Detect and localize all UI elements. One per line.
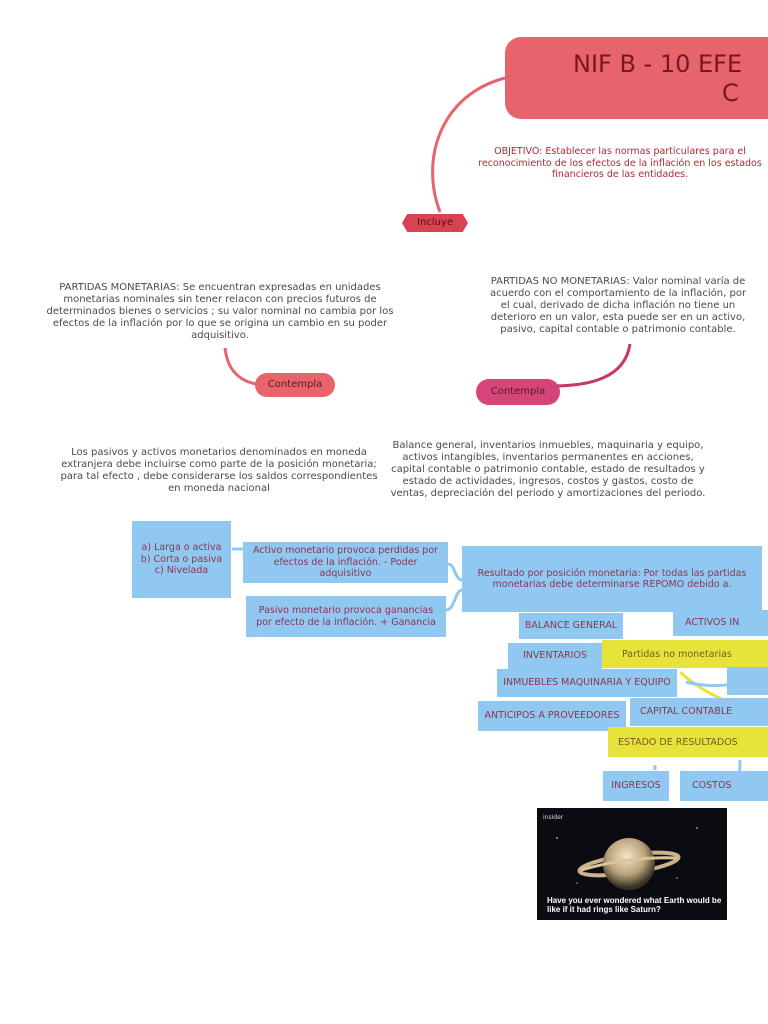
contempla-left-node: Contempla (255, 373, 335, 397)
pasivo-monetario-box: Pasivo monetario provoca ganancias por e… (246, 596, 446, 637)
balance-general-box: BALANCE GENERAL (519, 613, 623, 639)
inmuebles-box: INMUEBLES MAQUINARIA Y EQUIPO (497, 669, 677, 697)
main-title-box: NIF B - 10 EFE C (505, 37, 768, 119)
connector-title-incluye (431, 76, 506, 213)
connector-blue-3 (445, 588, 463, 612)
activo-monetario-box: Activo monetario provoca perdidas por ef… (243, 542, 448, 583)
video-thumbnail[interactable]: insider Have you ever wondered what Eart… (537, 808, 727, 920)
posicion-types-box: a) Larga o activa b) Corta o pasiva c) N… (132, 521, 231, 598)
activos-box: ACTIVOS IN (673, 610, 768, 636)
inventarios-box: INVENTARIOS (508, 643, 602, 669)
main-title-line1: NIF B - 10 EFE (573, 50, 743, 78)
video-logo: insider (543, 814, 564, 821)
incluye-node: Incluye (402, 214, 468, 232)
balance-general-text: Balance general, inventarios inmuebles, … (390, 440, 706, 499)
anticipos-box: ANTICIPOS A PROVEEDORES (478, 701, 626, 731)
partidas-no-monetarias-box: Partidas no monetarias (602, 640, 768, 668)
partial-blue-box (727, 667, 768, 695)
costos-box: COSTOS (680, 771, 768, 801)
contempla-right-node: Contempla (476, 379, 560, 405)
pasivos-activos-text: Los pasivos y activos monetarios denomin… (60, 447, 378, 494)
ingresos-box: INGRESOS (603, 771, 669, 801)
connector-blue-2 (447, 562, 463, 582)
capital-contable-box: CAPITAL CONTABLE (630, 698, 768, 726)
connector-contempla-right (551, 343, 632, 388)
main-title-line2: C (722, 79, 739, 107)
partidas-no-monetarias-text: PARTIDAS NO MONETARIAS: Valor nominal va… (489, 276, 747, 335)
objetivo-text: OBJETIVO: Establecer las normas particul… (478, 146, 762, 180)
saturn-image (556, 827, 698, 890)
partidas-monetarias-text: PARTIDAS MONETARIAS: Se encuentran expre… (46, 282, 394, 341)
estado-resultados-box: ESTADO DE RESULTADOS (608, 727, 768, 757)
resultado-posicion-box: Resultado por posición monetaria: Por to… (462, 546, 762, 612)
video-caption: Have you ever wondered what Earth would … (547, 896, 722, 914)
